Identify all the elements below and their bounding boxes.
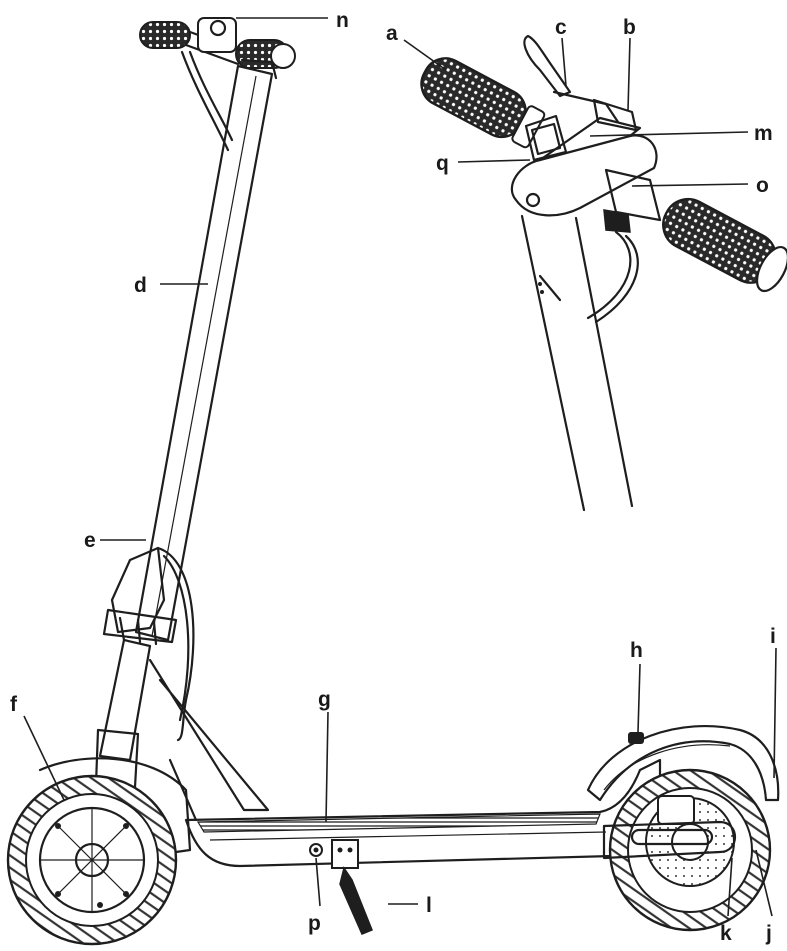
label-g: g — [318, 688, 331, 711]
power-button — [524, 114, 568, 162]
kickstand — [339, 866, 373, 935]
rear-light — [628, 732, 644, 744]
label-n: n — [336, 9, 349, 32]
callout-labels: n a c b m q o d e f g h i p l k j — [10, 9, 776, 945]
throttle-lever — [603, 209, 631, 233]
label-h: h — [630, 639, 643, 662]
label-o: o — [756, 174, 769, 197]
label-i: i — [770, 625, 776, 648]
label-c: c — [555, 16, 567, 39]
rear-assembly — [602, 768, 772, 932]
main-handlebar — [139, 17, 296, 152]
label-a: a — [386, 22, 398, 45]
left-grip — [139, 21, 191, 49]
label-e: e — [84, 529, 96, 552]
label-q: q — [436, 152, 449, 175]
rear-fender — [586, 725, 780, 802]
label-f: f — [10, 693, 18, 716]
label-l: l — [426, 894, 432, 917]
label-j: j — [765, 922, 772, 945]
label-k: k — [720, 922, 732, 945]
label-p: p — [308, 912, 321, 935]
deck — [184, 758, 662, 935]
scooter-main-view — [6, 17, 780, 946]
leader-lines — [23, 17, 777, 917]
label-b: b — [623, 16, 636, 39]
label-m: m — [754, 122, 773, 145]
main-stem — [134, 58, 278, 642]
handlebar-detail-view — [420, 34, 787, 512]
front-assembly — [6, 638, 192, 946]
kickstand-mount — [331, 839, 359, 869]
folding-mechanism — [102, 546, 195, 742]
label-d: d — [134, 274, 147, 297]
